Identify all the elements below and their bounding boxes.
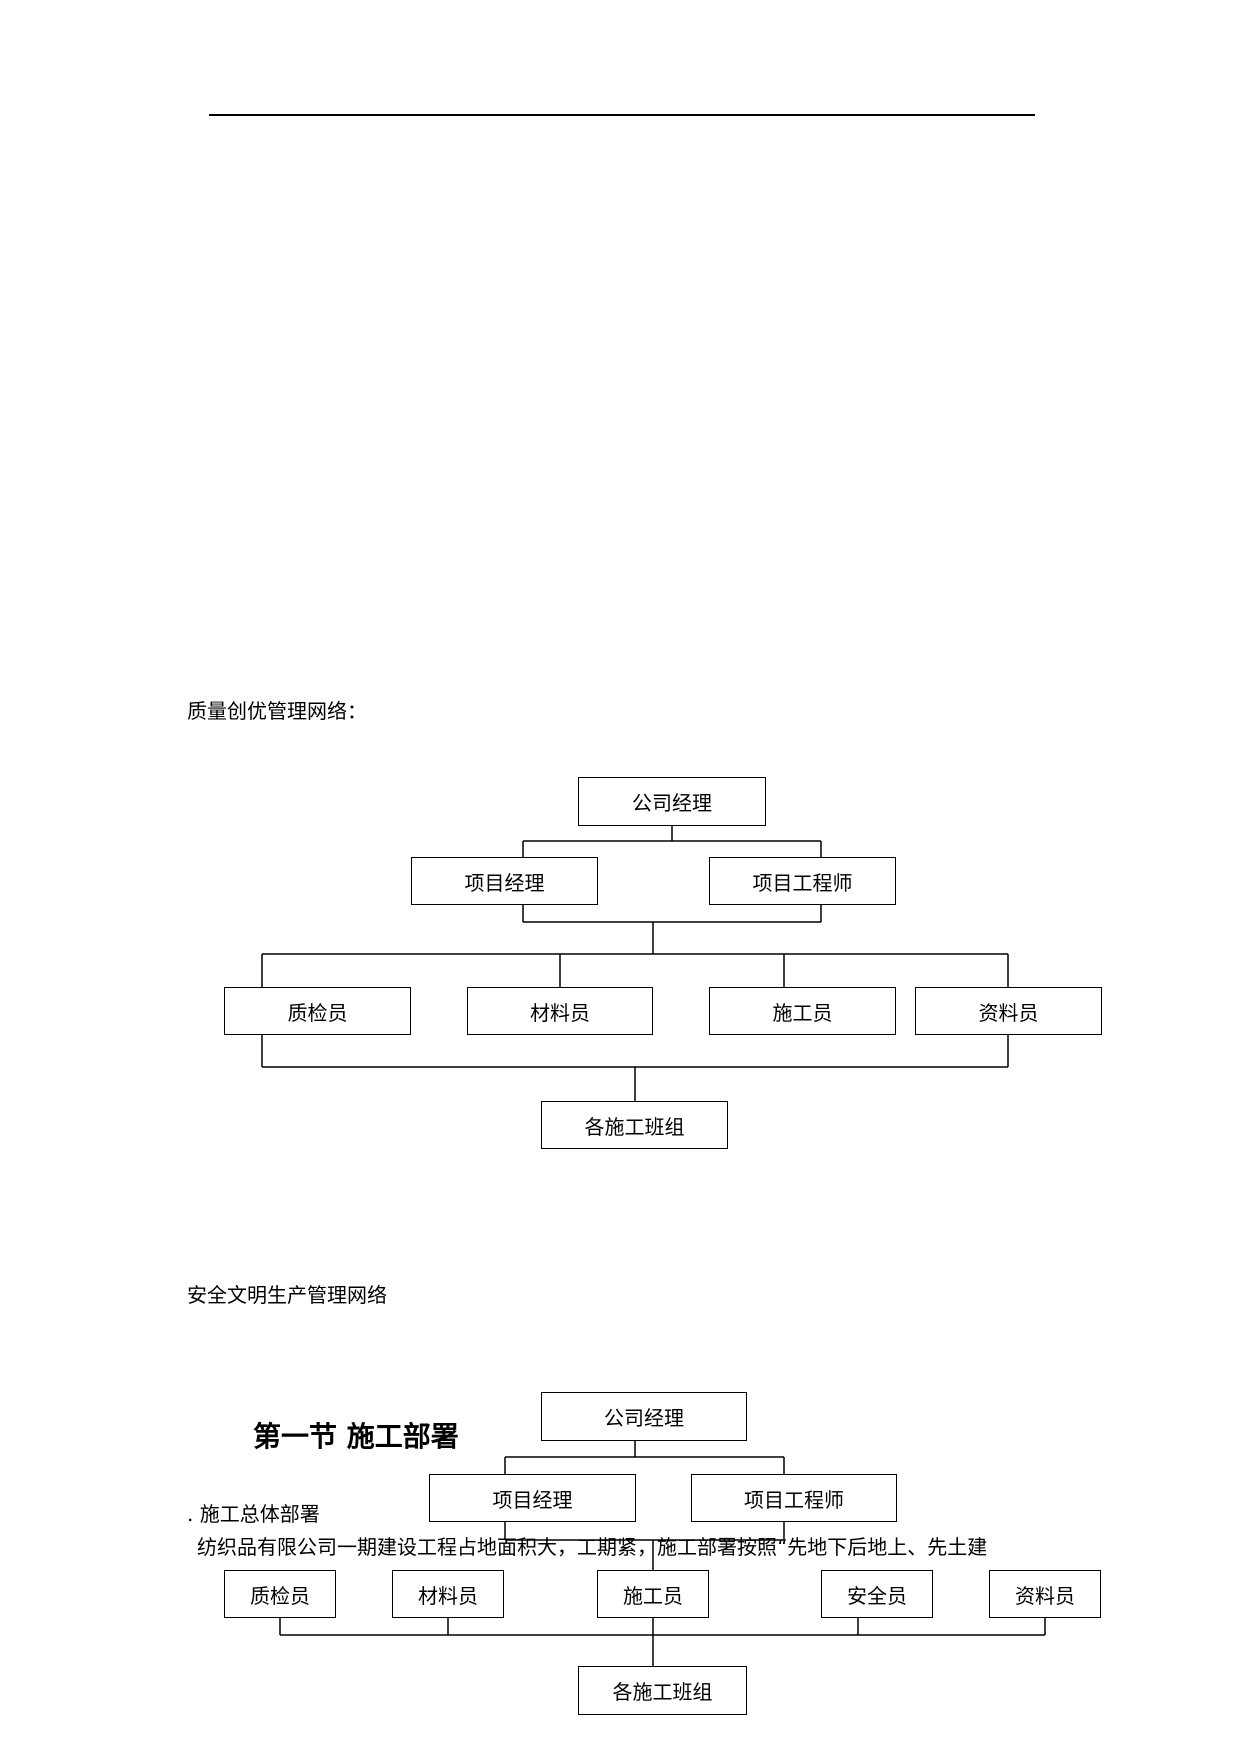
- header-rule: [209, 114, 1035, 116]
- quality-work-teams-box: 各施工班组: [541, 1101, 728, 1149]
- subsection-heading: . 施工总体部署: [187, 1502, 320, 1526]
- body-paragraph: 纺织品有限公司一期建设工程占地面积大，工期紧，施工部署按照“先地下后地上、先土建: [197, 1535, 988, 1559]
- safety-quality-inspector-box: 质检员: [224, 1570, 336, 1618]
- quality-construction-officer-box: 施工员: [709, 987, 896, 1035]
- safety-work-teams-box: 各施工班组: [578, 1666, 747, 1715]
- section-title: 第一节 施工部署: [253, 1420, 459, 1453]
- quality-project-manager-box: 项目经理: [411, 857, 598, 905]
- quality-project-engineer-box: 项目工程师: [709, 857, 896, 905]
- safety-material-officer-box: 材料员: [392, 1570, 504, 1618]
- safety-project-manager-box: 项目经理: [429, 1474, 636, 1522]
- safety-construction-officer-box: 施工员: [597, 1570, 709, 1618]
- quality-document-officer-box: 资料员: [915, 987, 1102, 1035]
- safety-network-heading: 安全文明生产管理网络: [187, 1283, 387, 1307]
- quality-inspector-box: 质检员: [224, 987, 411, 1035]
- quality-network-heading: 质量创优管理网络：: [187, 699, 367, 723]
- safety-document-officer-box: 资料员: [989, 1570, 1101, 1618]
- safety-company-manager-box: 公司经理: [541, 1392, 747, 1441]
- quality-company-manager-box: 公司经理: [578, 777, 766, 826]
- safety-officer-box: 安全员: [821, 1570, 933, 1618]
- quality-material-officer-box: 材料员: [467, 987, 653, 1035]
- safety-project-engineer-box: 项目工程师: [691, 1474, 897, 1522]
